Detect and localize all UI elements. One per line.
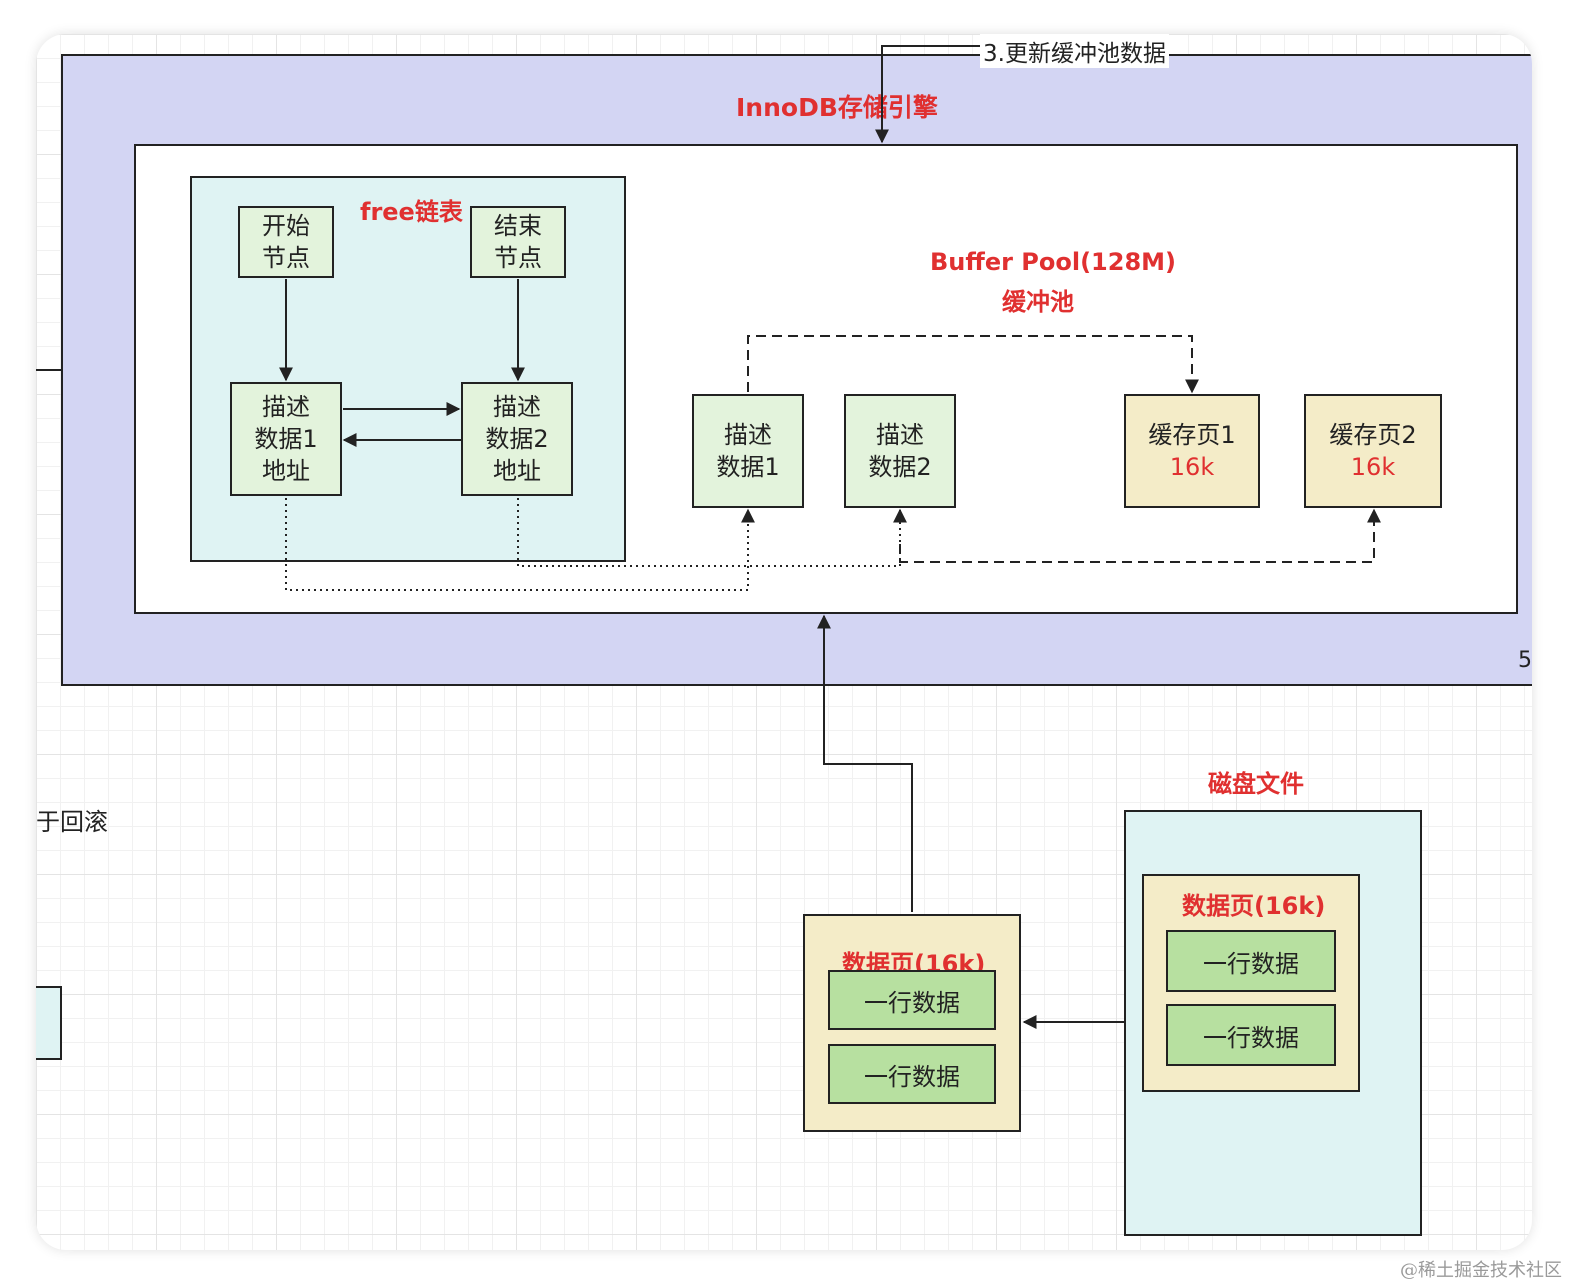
end-node-line1: 结束: [494, 212, 542, 240]
cache-page2-size: 16k: [1350, 453, 1396, 481]
bp-desc2-block: 描述 数据2: [844, 394, 956, 508]
free-desc1-node: 描述 数据1 地址: [230, 382, 342, 496]
rollback-text: 于回滚: [36, 808, 108, 836]
end-node-line2: 节点: [494, 244, 542, 272]
watermark: @稀土掘金技术社区: [1400, 1260, 1562, 1281]
side-number: 5: [1518, 648, 1532, 673]
bp-desc2-line2: 数据2: [868, 453, 932, 481]
cache-page1-size: 16k: [1169, 453, 1215, 481]
left-partial-box: [36, 986, 62, 1060]
bp-desc1-line2: 数据1: [716, 453, 780, 481]
free-desc2-line3: 地址: [493, 457, 541, 485]
end-node: 结束 节点: [470, 206, 566, 278]
free-desc2-line1: 描述: [493, 393, 541, 421]
disk-data-page-title: 数据页(16k): [1182, 892, 1326, 920]
bp-desc1-line1: 描述: [724, 421, 772, 449]
free-desc2-node: 描述 数据2 地址: [461, 382, 573, 496]
free-desc2-line2: 数据2: [485, 425, 549, 453]
disk-file-title: 磁盘文件: [1208, 770, 1304, 798]
cache-page1-block: 缓存页1 16k: [1124, 394, 1260, 508]
loaded-row-2: 一行数据: [828, 1044, 996, 1104]
disk-row-2: 一行数据: [1166, 1004, 1336, 1066]
start-node: 开始 节点: [238, 206, 334, 278]
bp-desc1-block: 描述 数据1: [692, 394, 804, 508]
buffer-pool-subtitle: 缓冲池: [1002, 288, 1074, 316]
cache-page2-block: 缓存页2 16k: [1304, 394, 1442, 508]
bp-desc2-line1: 描述: [876, 421, 924, 449]
step-label: 3.更新缓冲池数据: [980, 34, 1169, 68]
innodb-title: InnoDB存储引擎: [736, 93, 938, 122]
free-desc1-line3: 地址: [262, 457, 310, 485]
diagram-canvas: 于回滚 InnoDB存储引擎 5 Buffer Pool(128M) 缓冲池 f…: [36, 34, 1532, 1250]
disk-row-1: 一行数据: [1166, 930, 1336, 992]
loaded-row-1: 一行数据: [828, 970, 996, 1030]
cache-page2-label: 缓存页2: [1329, 421, 1417, 449]
free-list-title: free链表: [360, 198, 463, 226]
start-node-line2: 节点: [262, 244, 310, 272]
buffer-pool-title: Buffer Pool(128M): [930, 248, 1176, 276]
free-desc1-line2: 数据1: [254, 425, 318, 453]
cache-page1-label: 缓存页1: [1148, 421, 1236, 449]
start-node-line1: 开始: [262, 212, 310, 240]
free-desc1-line1: 描述: [262, 393, 310, 421]
